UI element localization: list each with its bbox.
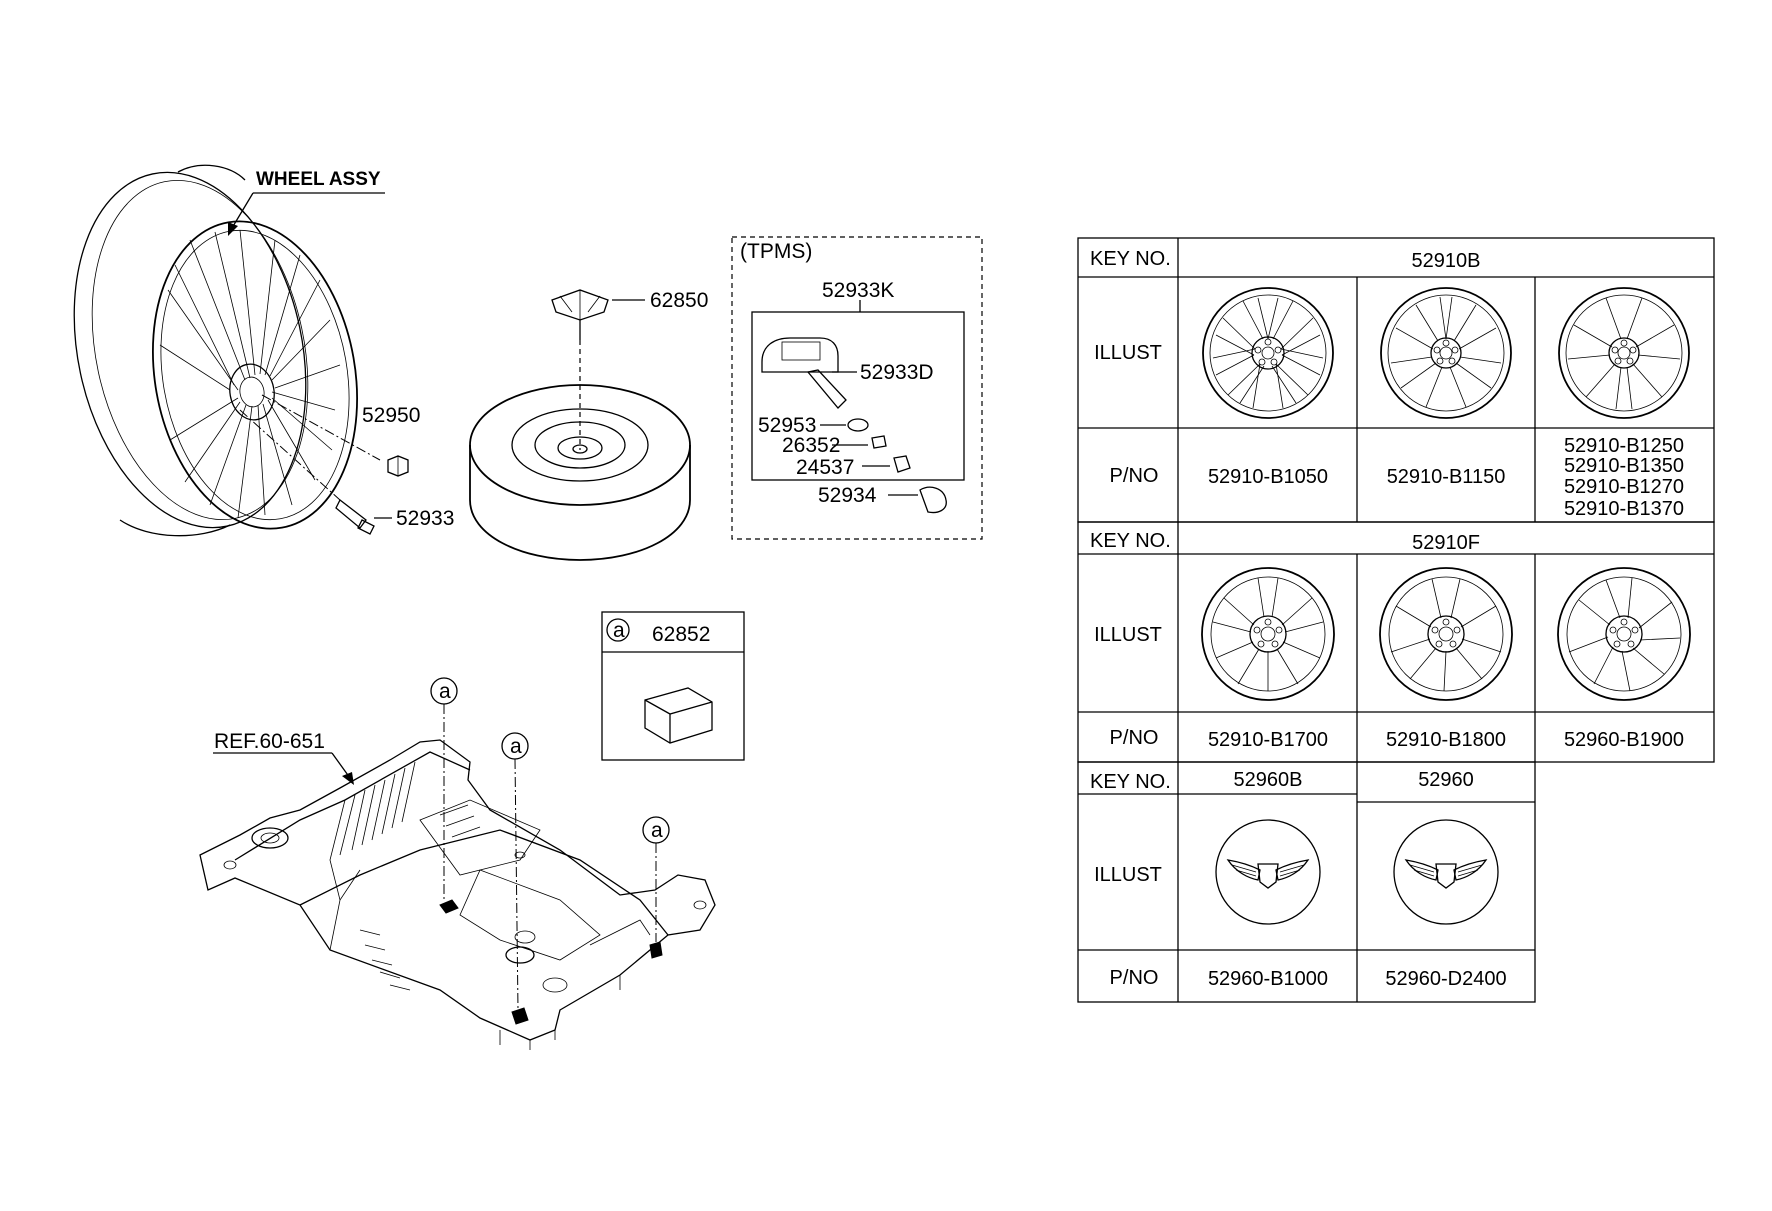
emblem-illust-b1000	[1215, 819, 1321, 925]
s3-part-b1000: 52960-B1000	[1208, 968, 1328, 990]
s1-part-b1270: 52910-B1270	[1564, 476, 1684, 498]
ref-label: REF.60-651	[214, 730, 325, 753]
wheel-illust-b1800	[1379, 567, 1513, 701]
part-52953-label: 52953	[758, 414, 816, 437]
s1-part-b1370: 52910-B1370	[1564, 498, 1684, 520]
wheel-illust-b1700	[1201, 567, 1335, 701]
part-62852-label: 62852	[652, 623, 710, 646]
lug-nut-drawing	[387, 455, 409, 477]
wheel-illust-b1250	[1558, 287, 1690, 419]
s1-pno-header: P/NO	[1110, 465, 1159, 487]
pad-box-a-label: a	[613, 619, 625, 642]
pad-box	[601, 611, 745, 761]
part-52950-label: 52950	[362, 404, 420, 427]
s1-part-b1150: 52910-B1150	[1387, 466, 1506, 488]
emblem-illust-d2400	[1393, 819, 1499, 925]
floor-a-label-1: a	[439, 680, 451, 703]
part-52933-label: 52933	[396, 507, 454, 530]
s2-key-value: 52910F	[1412, 532, 1480, 554]
tpms-box	[731, 236, 983, 540]
s3-part-d2400: 52960-D2400	[1385, 968, 1506, 990]
s2-pno-header: P/NO	[1110, 727, 1159, 749]
part-62850-label: 62850	[650, 289, 708, 312]
parts-table	[1077, 237, 1715, 1003]
s2-illust-header: ILLUST	[1094, 624, 1162, 646]
s2-part-b1900: 52960-B1900	[1564, 729, 1684, 751]
s3-key-52960B: 52960B	[1234, 769, 1303, 791]
floor-a-label-3: a	[651, 819, 663, 842]
s2-key-no-header: KEY NO.	[1090, 530, 1171, 552]
s3-illust-header: ILLUST	[1094, 864, 1162, 886]
s1-part-b1050: 52910-B1050	[1208, 466, 1328, 488]
valve-drawing	[335, 499, 392, 535]
s2-part-b1800: 52910-B1800	[1386, 729, 1506, 751]
part-52933D-label: 52933D	[860, 361, 934, 384]
floor-panel-drawing	[199, 677, 716, 1050]
s3-key-52960: 52960	[1418, 769, 1474, 791]
wheel-assy-label: WHEEL ASSY	[256, 169, 381, 190]
wheel-illust-b1150	[1380, 287, 1512, 419]
wheel-illust-b1900	[1557, 567, 1691, 701]
s2-part-b1700: 52910-B1700	[1208, 729, 1328, 751]
tpms-label: (TPMS)	[740, 240, 812, 263]
s1-key-value: 52910B	[1412, 250, 1481, 272]
s3-pno-header: P/NO	[1110, 967, 1159, 989]
part-52934-label: 52934	[818, 484, 877, 507]
part-24537-label: 24537	[796, 456, 854, 479]
s1-key-no-header: KEY NO.	[1090, 248, 1171, 270]
floor-a-label-2: a	[510, 735, 522, 758]
part-52933K-label: 52933K	[822, 279, 894, 302]
s1-illust-header: ILLUST	[1094, 342, 1162, 364]
part-26352-label: 26352	[782, 434, 840, 457]
spare-tire-drawing	[469, 289, 691, 561]
wheel-assy-drawing	[73, 164, 385, 537]
s3-key-no-header: KEY NO.	[1090, 771, 1171, 793]
s1-part-b1250: 52910-B1250	[1564, 435, 1684, 457]
wheel-illust-b1050	[1202, 287, 1334, 419]
s1-part-b1350: 52910-B1350	[1564, 455, 1684, 477]
